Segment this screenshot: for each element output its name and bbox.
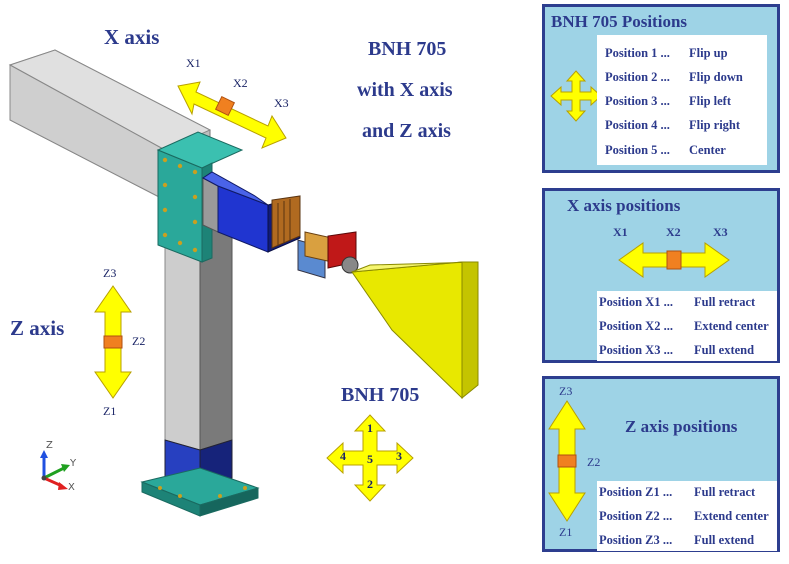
panel-x-label-3: X3 <box>713 225 728 239</box>
panel-x-positions-title: X axis positions <box>567 196 681 215</box>
panel-bnh-positions: BNH 705 Positions Position 1 ... Flip up… <box>542 4 780 173</box>
bnh-cross-number-3: 3 <box>396 449 402 463</box>
bnh-cross-small-icon <box>550 70 602 122</box>
z-axis-label-2: Z2 <box>132 334 146 348</box>
position-value: Flip right <box>689 118 741 132</box>
bnh-cross-number-2: 2 <box>367 477 373 491</box>
bnh-cross-number-5: 5 <box>367 452 373 466</box>
list-item: Position Z1 ... Full retract <box>597 482 777 504</box>
z-axis-arrow <box>94 285 132 399</box>
bnh-cross-number-4: 4 <box>340 449 346 463</box>
diagram-area: X axis Z axis BNH 705 with X axis and Z … <box>8 25 479 517</box>
bnh-cross-number-1: 1 <box>367 421 373 435</box>
position-value: Extend center <box>694 319 769 333</box>
list-item: Position 4 ... Flip right <box>597 115 767 137</box>
coordinate-triad-icon <box>40 450 70 490</box>
panel-x-label-1: X1 <box>613 225 628 239</box>
panel-z-positions: Z axis positions Z3 Z2 Z1 Position Z1 ..… <box>542 376 780 552</box>
position-value: Full retract <box>694 485 756 499</box>
position-value: Extend center <box>694 509 769 523</box>
panel-bnh-positions-title: BNH 705 Positions <box>551 12 688 31</box>
panel-z-positions-list: Position Z1 ... Full retract Position Z2… <box>597 481 777 551</box>
position-value: Full retract <box>694 295 756 309</box>
machine-illustration <box>8 49 479 517</box>
position-name: Position Z3 ... <box>599 533 673 547</box>
x-axis-label-2: X2 <box>233 76 248 90</box>
panel-z-label-2: Z2 <box>587 455 601 469</box>
list-item: Position 1 ... Flip up <box>597 43 767 65</box>
list-item: Position Z2 ... Extend center <box>597 506 777 528</box>
position-value: Center <box>689 143 726 157</box>
x-axis-label-1: X1 <box>186 56 201 70</box>
position-name: Position 2 ... <box>605 70 670 84</box>
list-item: Position 5 ... Center <box>597 140 767 162</box>
position-name: Position X2 ... <box>599 319 673 333</box>
position-value: Flip left <box>689 94 732 108</box>
position-value: Flip up <box>689 46 728 60</box>
position-name: Position 5 ... <box>605 143 670 157</box>
list-item: Position 2 ... Flip down <box>597 67 767 89</box>
list-item: Position 3 ... Flip left <box>597 91 767 113</box>
triad-label-z: Z <box>46 440 53 451</box>
z-axis-label-1: Z1 <box>103 404 117 418</box>
x-axis-label-3: X3 <box>274 96 289 110</box>
heading-line-2: with X axis <box>357 79 453 101</box>
heading-line-1: BNH 705 <box>368 38 447 60</box>
list-item: Position Z3 ... Full extend <box>597 530 777 552</box>
z-axis-label-3: Z3 <box>103 266 117 280</box>
position-name: Position X1 ... <box>599 295 673 309</box>
list-item: Position X1 ... Full retract <box>597 292 777 314</box>
panel-x-label-2: X2 <box>666 225 681 239</box>
panel-bnh-positions-list: Position 1 ... Flip up Position 2 ... Fl… <box>597 35 767 165</box>
heading-line-3: and Z axis <box>362 120 451 142</box>
panel-x-arrow <box>618 242 730 278</box>
x-axis-title: X axis <box>104 25 160 49</box>
bnh-cross-arrow <box>326 414 414 502</box>
triad-label-x: X <box>68 482 75 493</box>
panel-x-positions: X axis positions X1 X2 X3 Position X1 ..… <box>542 188 780 363</box>
position-name: Position Z2 ... <box>599 509 673 523</box>
z-axis-title: Z axis <box>10 316 65 340</box>
panel-z-label-1: Z1 <box>559 525 573 539</box>
position-value: Full extend <box>694 343 755 357</box>
bnh-label: BNH 705 <box>341 384 420 406</box>
panel-z-arrow <box>548 400 586 522</box>
x-axis-arrow <box>177 81 287 149</box>
list-item: Position X2 ... Extend center <box>597 316 777 338</box>
position-name: Position 3 ... <box>605 94 670 108</box>
position-name: Position 1 ... <box>605 46 670 60</box>
position-value: Full extend <box>694 533 755 547</box>
panel-z-positions-title: Z axis positions <box>625 417 738 436</box>
triad-label-y: Y <box>70 458 77 469</box>
position-value: Flip down <box>689 70 743 84</box>
list-item: Position X3 ... Full extend <box>597 340 777 362</box>
panel-z-label-3: Z3 <box>559 384 573 398</box>
panel-x-positions-list: Position X1 ... Full retract Position X2… <box>597 291 777 361</box>
position-name: Position 4 ... <box>605 118 670 132</box>
position-name: Position Z1 ... <box>599 485 673 499</box>
position-name: Position X3 ... <box>599 343 673 357</box>
